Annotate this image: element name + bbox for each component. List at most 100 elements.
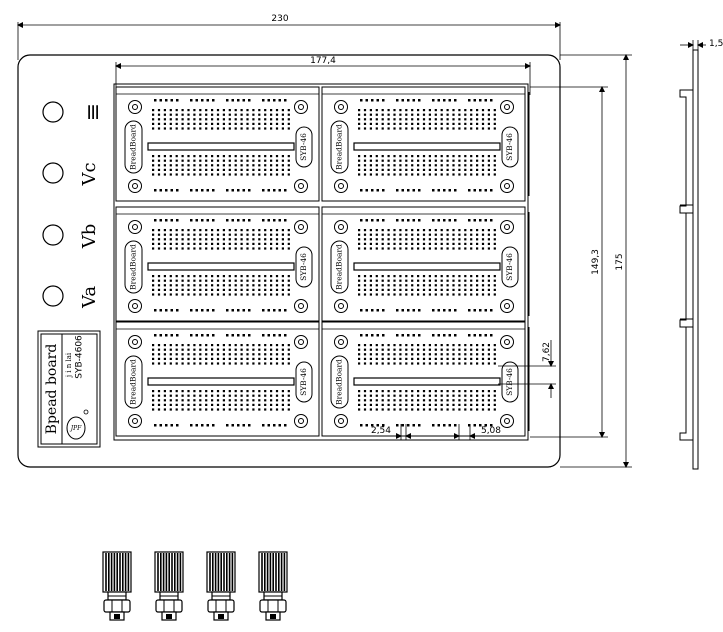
terminal-vb-label: Vb <box>79 224 100 250</box>
center-channel <box>353 377 501 386</box>
side-view <box>679 49 699 470</box>
terminal-ground-symbol: ≡ <box>81 103 106 121</box>
hole-matrix <box>358 344 496 365</box>
mounting-hole <box>334 335 348 349</box>
mounting-hole <box>128 414 142 428</box>
hole-matrix <box>358 390 496 411</box>
svg-text:SYB-46: SYB-46 <box>505 253 514 281</box>
dimension-board-height-label: 149,3 <box>591 249 601 275</box>
svg-text:BreadBoard: BreadBoard <box>335 359 344 405</box>
hole-matrix <box>152 390 290 411</box>
dimension-thickness-label: 1,5 <box>709 39 723 49</box>
module-label-model: SYB-46 <box>501 126 519 168</box>
terminal-va <box>42 285 64 307</box>
dimension-hole-pitch-label: 2,54 <box>371 426 391 436</box>
mounting-hole <box>128 220 142 234</box>
svg-text:BreadBoard: BreadBoard <box>335 124 344 170</box>
terminal-va-label: Va <box>79 286 100 309</box>
mounting-hole <box>294 100 308 114</box>
dimension-thickness <box>680 40 706 50</box>
hole-matrix <box>152 109 290 130</box>
dimension-inner-width-label: 177,4 <box>310 56 336 66</box>
svg-text:BreadBoard: BreadBoard <box>335 244 344 290</box>
mounting-hole <box>334 414 348 428</box>
mounting-hole <box>294 414 308 428</box>
power-rail <box>360 189 493 192</box>
terminal-vc <box>42 162 64 184</box>
dimension-overall-width <box>17 22 561 60</box>
nameplate-model: SYB-4606 <box>75 335 85 379</box>
power-rail <box>154 189 287 192</box>
nameplate <box>37 330 101 448</box>
mounting-hole <box>500 100 514 114</box>
mounting-hole <box>334 100 348 114</box>
mounting-hole <box>128 335 142 349</box>
terminal-vc-label: Vc <box>79 162 100 186</box>
power-rail <box>360 309 493 312</box>
banana-connector-icon <box>258 551 288 621</box>
hole-matrix <box>358 275 496 296</box>
dimension-inner-width <box>115 62 531 95</box>
hole-matrix <box>152 275 290 296</box>
svg-text:SYB-46: SYB-46 <box>505 133 514 161</box>
module-label-model: SYB-46 <box>295 361 313 403</box>
center-channel <box>147 262 295 271</box>
board-frame <box>113 83 529 441</box>
mounting-hole <box>500 335 514 349</box>
power-rail <box>154 424 287 427</box>
power-rail <box>154 334 287 337</box>
breadboard-module: BreadBoard SYB-46 <box>115 86 320 202</box>
dimension-overall-height-label: 175 <box>615 253 625 270</box>
breadboard-module: BreadBoard SYB-46 <box>115 206 320 322</box>
center-channel <box>147 377 295 386</box>
mounting-hole <box>294 335 308 349</box>
power-rail <box>360 219 493 222</box>
terminal-vb <box>42 224 64 246</box>
mounting-hole <box>294 179 308 193</box>
svg-text:SYB-46: SYB-46 <box>299 253 308 281</box>
dimension-row-pitch <box>498 340 556 398</box>
breadboard-module: BreadBoard SYB-46 <box>321 321 530 437</box>
svg-text:SYB-46: SYB-46 <box>505 368 514 396</box>
mounting-hole <box>128 299 142 313</box>
hole-matrix <box>152 155 290 176</box>
svg-text:BreadBoard: BreadBoard <box>129 124 138 170</box>
module-label-model: SYB-46 <box>501 361 519 403</box>
power-rail <box>360 99 493 102</box>
dimension-hole-pitch <box>370 424 420 440</box>
mounting-hole <box>500 179 514 193</box>
center-channel <box>353 262 501 271</box>
power-rail <box>154 219 287 222</box>
svg-text:SYB-46: SYB-46 <box>299 133 308 161</box>
nameplate-title: Bpead board <box>44 344 60 435</box>
banana-connectors <box>102 551 288 621</box>
svg-text:BreadBoard: BreadBoard <box>129 359 138 405</box>
hole-matrix <box>152 229 290 250</box>
hole-matrix <box>358 109 496 130</box>
module-label-breadboard: BreadBoard <box>124 120 143 174</box>
power-rail <box>360 334 493 337</box>
hole-matrix <box>358 229 496 250</box>
center-channel <box>353 142 501 151</box>
dimension-group-pitch <box>445 424 500 440</box>
breadboard-module: BreadBoard SYB-46 <box>321 206 530 322</box>
banana-connector-icon <box>154 551 184 621</box>
module-label-breadboard: BreadBoard <box>124 240 143 294</box>
power-rail <box>154 99 287 102</box>
nameplate-logo-icon: JPF <box>66 409 89 440</box>
breadboard-module: BreadBoard SYB-46 <box>321 86 530 202</box>
mounting-hole <box>128 100 142 114</box>
mounting-hole <box>294 220 308 234</box>
mounting-hole <box>334 179 348 193</box>
mounting-hole <box>334 220 348 234</box>
dimension-group-pitch-label: 5,08 <box>481 426 501 436</box>
mounting-hole <box>128 179 142 193</box>
mounting-hole <box>334 299 348 313</box>
module-label-model: SYB-46 <box>501 246 519 288</box>
terminal-ground <box>42 101 64 123</box>
mounting-hole <box>294 299 308 313</box>
dimension-overall-width-label: 230 <box>271 14 288 24</box>
power-rail <box>360 424 493 427</box>
module-label-model: SYB-46 <box>295 246 313 288</box>
